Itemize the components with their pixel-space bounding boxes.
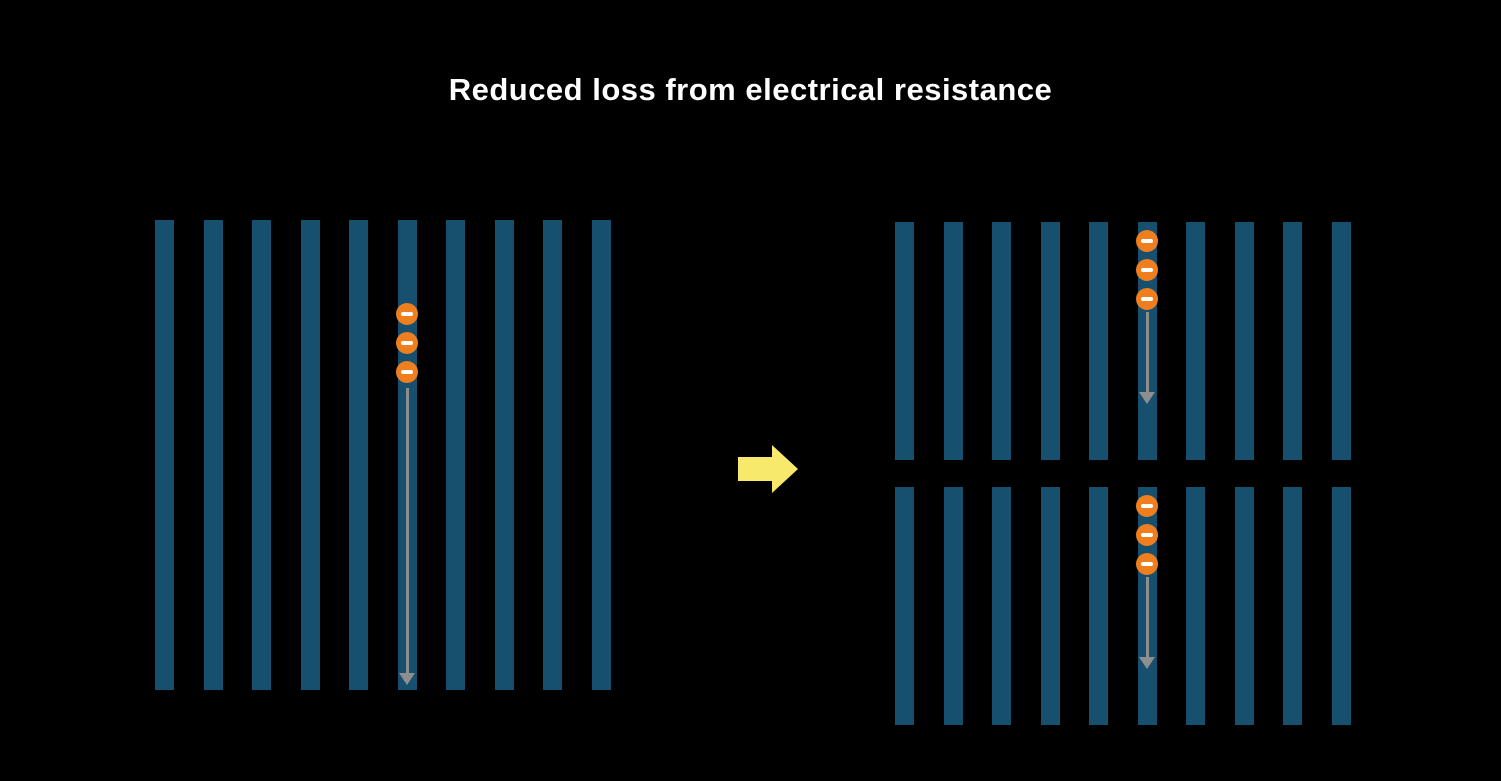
cell-bar [1089,487,1109,725]
down-arrow-shaft [405,388,409,673]
down-arrow-tip [399,673,416,685]
split-cell-bottom-panel [895,487,1351,725]
cell-bar [203,220,223,690]
cell-bar [252,220,272,690]
electron-group [396,303,419,383]
electron-icon [396,332,419,354]
cell-bar [1089,222,1109,460]
cell-bar [446,220,466,690]
cell-bar [1234,487,1254,725]
cell-bar [396,220,419,690]
cell-bar [349,220,369,690]
cell-bar [300,220,320,690]
cell-bar [543,220,563,690]
right-arrow-icon [738,445,800,493]
cell-bar [1040,487,1060,725]
minus-icon [1141,562,1154,566]
electron-icon [1136,288,1159,310]
electron-icon [1136,553,1159,575]
cell-bar [1136,487,1159,725]
down-arrow-tip [1139,392,1156,404]
diagram-title: Reduced loss from electrical resistance [448,72,1053,107]
cell-bar [494,220,514,690]
minus-icon [1141,268,1154,272]
minus-icon [401,312,414,316]
cell-bar [1331,222,1351,460]
down-arrow-tip [1139,657,1156,669]
minus-icon [1141,239,1154,243]
right-arrow-tip [772,445,798,493]
down-arrow-icon [1139,577,1156,669]
cell-bar [1331,487,1351,725]
down-arrow-shaft [1145,577,1149,657]
cell-bar [1040,222,1060,460]
electron-icon [396,361,419,383]
minus-icon [1141,504,1154,508]
cell-bar [943,222,963,460]
minus-icon [401,341,414,345]
cell-bar [1136,222,1159,460]
electron-group [1136,495,1159,575]
minus-icon [1141,297,1154,301]
cell-bar [1283,222,1303,460]
split-cell-top-panel [895,222,1351,460]
electron-icon [1136,524,1159,546]
cell-bar [155,220,174,690]
cell-bar [1283,487,1303,725]
cell-bar [1234,222,1254,460]
cell-bar [943,487,963,725]
minus-icon [401,370,414,374]
electron-icon [1136,495,1159,517]
electron-icon [396,303,419,325]
right-arrow-shaft [738,457,772,481]
cell-bar [1186,487,1206,725]
electron-group [1136,230,1159,310]
electron-icon [1136,259,1159,281]
cell-bar [895,487,914,725]
electron-icon [1136,230,1159,252]
cell-bar [591,220,611,690]
full-cell-panel [155,220,611,690]
minus-icon [1141,533,1154,537]
down-arrow-icon [1139,312,1156,404]
cell-bar [992,222,1012,460]
down-arrow-icon [399,388,416,685]
cell-bar [895,222,914,460]
cell-bar [992,487,1012,725]
cell-bar [1186,222,1206,460]
down-arrow-shaft [1145,312,1149,392]
